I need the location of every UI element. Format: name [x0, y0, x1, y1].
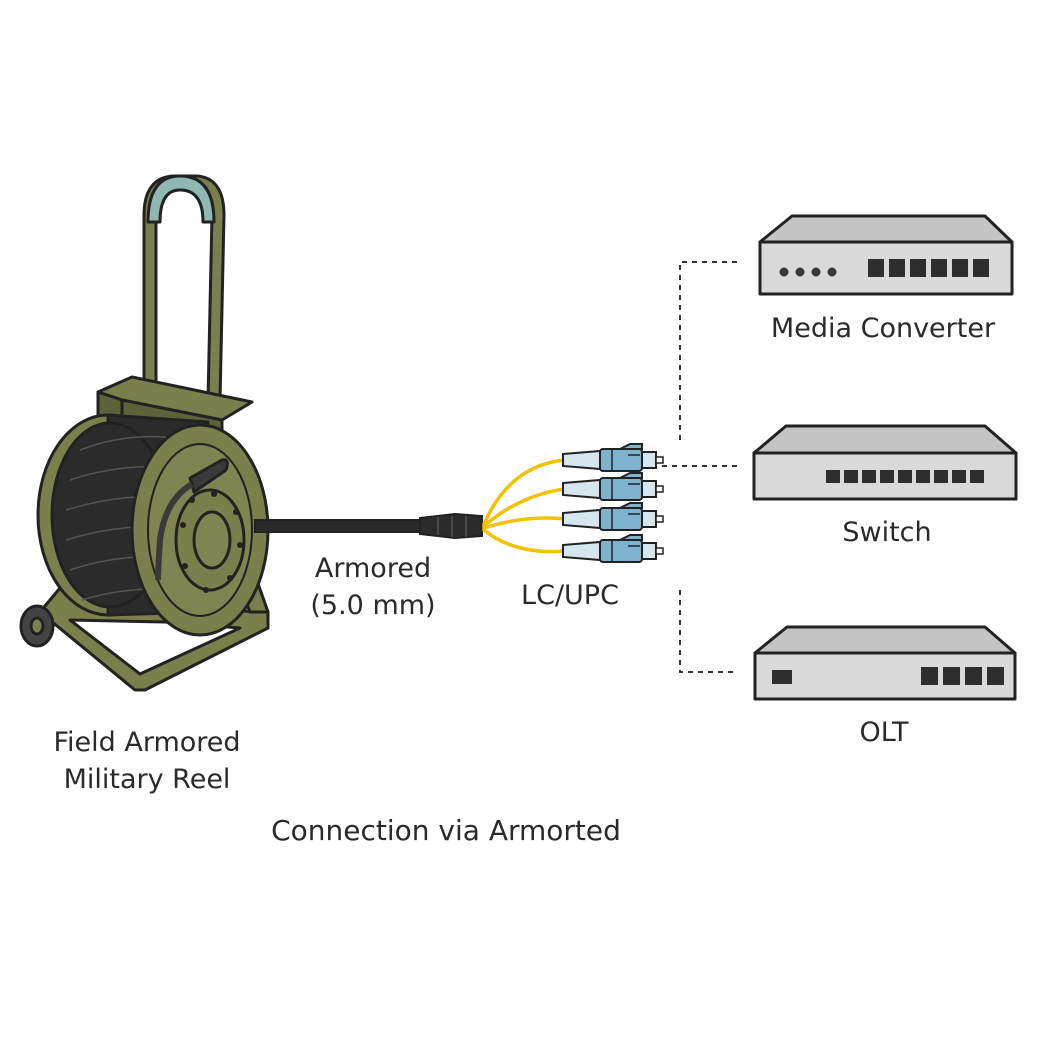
- olt-device: [753, 625, 1017, 701]
- switch-ports: [826, 470, 984, 483]
- armored-cable: [254, 512, 483, 540]
- reel-handle-grip: [146, 174, 216, 224]
- lc-upc-connector-4: [562, 534, 664, 563]
- military-cable-reel: [19, 174, 270, 692]
- fiber-4: [482, 528, 567, 554]
- lc-upc-connectors: [562, 443, 664, 563]
- connector-label: LC/UPC: [521, 580, 619, 611]
- switch-label: Switch: [842, 517, 931, 548]
- fiber-3: [482, 516, 567, 530]
- lc-upc-connector-2: [562, 472, 664, 501]
- fiber-2: [482, 487, 567, 528]
- media-converter-leds: [779, 267, 837, 277]
- diagram-caption: Connection via Armorted: [271, 814, 621, 847]
- lc-upc-connector-3: [562, 502, 664, 531]
- switch-device: [752, 424, 1018, 501]
- olt-label: OLT: [859, 717, 909, 748]
- reel-crank: [188, 458, 229, 494]
- cable-label-line1: Armored: [315, 553, 431, 584]
- reel-label-line2: Military Reel: [64, 764, 231, 795]
- fiber-1: [482, 458, 567, 526]
- olt-console-port: [772, 670, 792, 684]
- media-converter-label: Media Converter: [771, 313, 996, 344]
- cable-fanout-boot: [419, 512, 483, 540]
- cable-label-line2: (5.0 mm): [310, 590, 435, 621]
- fiber-breakout: [482, 458, 567, 554]
- dashed-links: [662, 261, 737, 673]
- media-converter-ports: [868, 259, 989, 277]
- link-olt: [679, 590, 737, 673]
- link-media-converter: [679, 261, 737, 440]
- olt-ports: [921, 667, 1004, 685]
- media-converter-device: [758, 214, 1014, 296]
- reel-label-line1: Field Armored: [53, 727, 240, 758]
- lc-upc-connector-1: [562, 443, 664, 472]
